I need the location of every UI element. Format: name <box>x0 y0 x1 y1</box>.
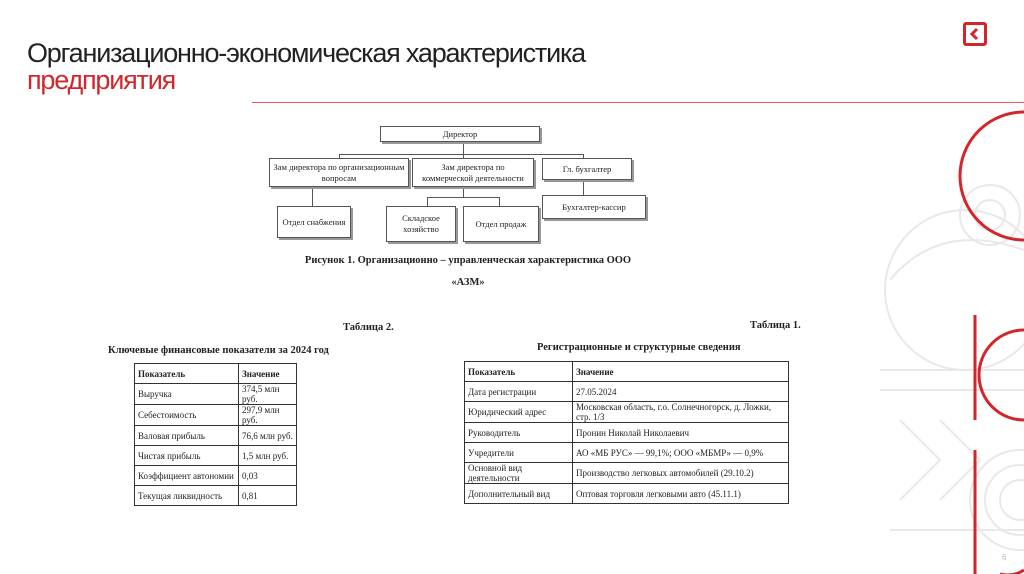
org-chart: Директор Зам директора по организационны… <box>230 110 690 290</box>
table-cell: Производство легковых автомобилей (29.10… <box>572 462 789 484</box>
figure-caption-line1: Рисунок 1. Организационно – управленческ… <box>304 255 632 266</box>
table-cell: Учредители <box>464 442 573 463</box>
org-sales-dept: Отдел продаж <box>463 206 539 242</box>
table-cell: 0,81 <box>238 485 297 506</box>
table-cell: Пронин Николай Николаевич <box>572 422 789 443</box>
table-cell: Выручка <box>134 383 239 405</box>
table-cell: Московская область, г.о. Солнечногорск, … <box>572 401 789 423</box>
table-cell: АО «МБ РУС» — 99,1%; ООО «МБМР» — 0,9% <box>572 442 789 463</box>
table-cell: 27.05.2024 <box>572 381 789 402</box>
table2-header: Показатель <box>134 363 239 384</box>
table-cell: Коэффициент автономии <box>134 465 239 486</box>
table1-number: Таблица 1. <box>750 320 801 331</box>
decorative-pattern <box>880 110 1024 574</box>
table-cell: Юридический адрес <box>464 401 573 423</box>
page-number: 6 <box>1002 553 1007 562</box>
org-chief-accountant: Гл. бухгалтер <box>542 158 632 180</box>
org-deputy-commerce: Зам директора по коммерческой деятельнос… <box>412 158 534 187</box>
figure-caption-line2: «АЗМ» <box>451 277 485 288</box>
org-warehouse: Складское хозяйство <box>386 206 456 242</box>
table-cell: Оптовая торговля легковыми авто (45.11.1… <box>572 483 789 504</box>
table1-header: Показатель <box>464 361 573 382</box>
org-deputy-org: Зам директора по организационным вопроса… <box>269 158 409 187</box>
table-cell: 374,5 млн руб. <box>238 383 297 405</box>
table1-caption: Регистрационные и структурные сведения <box>537 342 741 353</box>
table-cell: Основной вид деятельности <box>464 462 573 484</box>
org-cashier: Бухгалтер-кассир <box>542 195 646 219</box>
table-cell: 0,03 <box>238 465 297 486</box>
table-cell: Руководитель <box>464 422 573 443</box>
title-divider <box>252 102 1024 103</box>
table2-caption: Ключевые финансовые показатели за 2024 г… <box>108 345 329 356</box>
table2-header: Значение <box>238 363 297 384</box>
table-cell: Текущая ликвидность <box>134 485 239 506</box>
slide-title: Организационно-экономическая характерист… <box>27 38 586 95</box>
table-cell: Дата регистрации <box>464 381 573 402</box>
table-cell: 1,5 млн руб. <box>238 445 297 466</box>
slide-title-line1: Организационно-экономическая характерист… <box>27 38 586 68</box>
figure-caption: Рисунок 1. Организационно – управленческ… <box>248 250 688 294</box>
table-cell: Чистая прибыль <box>134 445 239 466</box>
back-icon[interactable] <box>963 22 987 46</box>
org-supply-dept: Отдел снабжения <box>277 206 351 238</box>
table-cell: Дополнительный вид <box>464 483 573 504</box>
table-cell: 297,9 млн руб. <box>238 404 297 426</box>
slide-title-line2: предприятия <box>27 65 176 95</box>
table-cell: 76,6 млн руб. <box>238 425 297 446</box>
table1-header: Значение <box>572 361 789 382</box>
table-cell: Себестоимость <box>134 404 239 426</box>
table2-number: Таблица 2. <box>343 322 394 333</box>
table-cell: Валовая прибыль <box>134 425 239 446</box>
org-director: Директор <box>380 126 540 142</box>
